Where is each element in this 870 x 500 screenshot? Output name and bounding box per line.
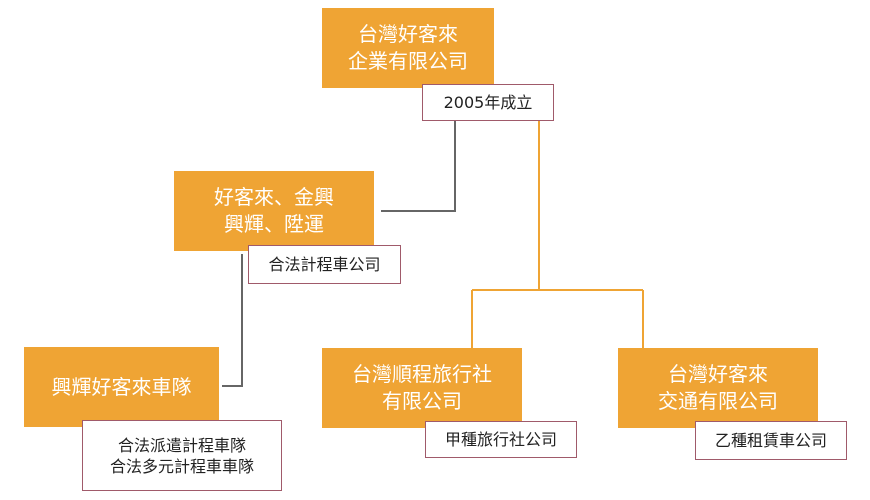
node-taxi-group-line-2: 興輝、陞運 <box>224 212 324 236</box>
node-parent-line-1: 台灣好客來 <box>358 22 458 46</box>
connector-parent-to-taxi-group <box>381 121 456 212</box>
note-transport-text: 乙種租賃車公司 <box>714 431 827 450</box>
connector-taxi-group-to-fleet <box>222 254 243 387</box>
node-transport-line-1: 台灣好客來 <box>668 362 768 386</box>
node-travel-line-2: 有限公司 <box>382 389 462 413</box>
node-parent-line-2: 企業有限公司 <box>348 49 468 73</box>
note-transport-company: 乙種租賃車公司 <box>695 421 847 460</box>
note-fleet: 合法派遣計程車隊 合法多元計程車車隊 <box>82 420 282 491</box>
node-travel-agency: 台灣順程旅行社 有限公司 <box>322 348 522 428</box>
node-taxi-group: 好客來、金興 興輝、陞運 <box>174 171 374 251</box>
note-travel-text: 甲種旅行社公司 <box>444 430 557 449</box>
node-fleet-line-1: 興輝好客來車隊 <box>51 374 192 399</box>
node-transport-company: 台灣好客來 交通有限公司 <box>618 348 818 428</box>
note-parent-founded: 2005年成立 <box>422 84 554 121</box>
note-fleet-line-1: 合法派遣計程車隊 <box>117 435 246 455</box>
node-fleet: 興輝好客來車隊 <box>24 347 219 427</box>
node-parent-company: 台灣好客來 企業有限公司 <box>322 8 494 88</box>
node-taxi-group-line-1: 好客來、金興 <box>214 185 334 209</box>
node-travel-line-1: 台灣順程旅行社 <box>352 362 492 386</box>
note-parent-text: 2005年成立 <box>443 93 533 112</box>
note-fleet-line-2: 合法多元計程車車隊 <box>109 456 254 476</box>
node-transport-line-2: 交通有限公司 <box>658 389 778 413</box>
note-taxi-group: 合法計程車公司 <box>248 245 401 284</box>
note-travel-agency: 甲種旅行社公司 <box>425 421 577 458</box>
note-taxi-group-text: 合法計程車公司 <box>268 255 381 274</box>
